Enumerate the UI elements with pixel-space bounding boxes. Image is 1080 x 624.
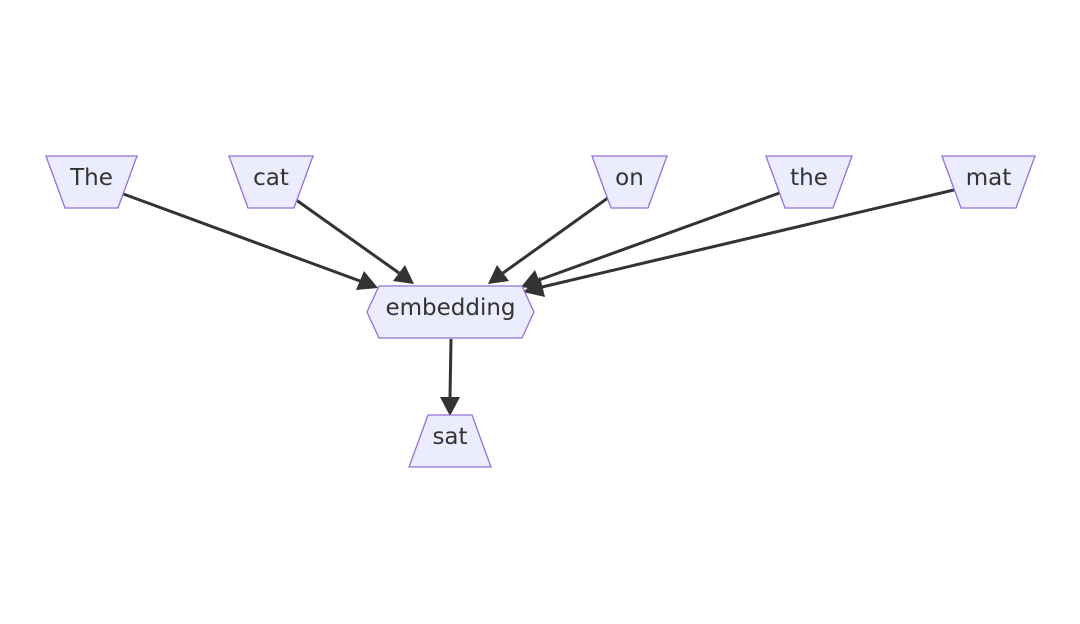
edge-mat-to-embedding [523,187,959,297]
input-node-cat: cat [228,155,314,209]
output-node-sat: sat [408,414,492,468]
node-label: the [790,165,828,191]
embedding-node: embedding [366,285,535,339]
input-node-mat: mat [941,155,1036,209]
node-label: The [69,165,113,191]
input-node-the2: the [765,155,853,209]
input-node-on: on [591,155,668,209]
node-label: cat [253,165,289,191]
node-label: on [615,165,644,191]
edge-embedding-to-sat [440,338,460,416]
edge-the-to-embedding [117,190,378,290]
node-label: embedding [385,295,515,321]
edge-on-to-embedding [488,193,613,284]
edge-cat-to-embedding [291,195,414,284]
node-label: sat [432,424,467,450]
node-label: mat [966,165,1012,191]
edges [117,187,959,416]
input-node-the: The [45,155,138,209]
